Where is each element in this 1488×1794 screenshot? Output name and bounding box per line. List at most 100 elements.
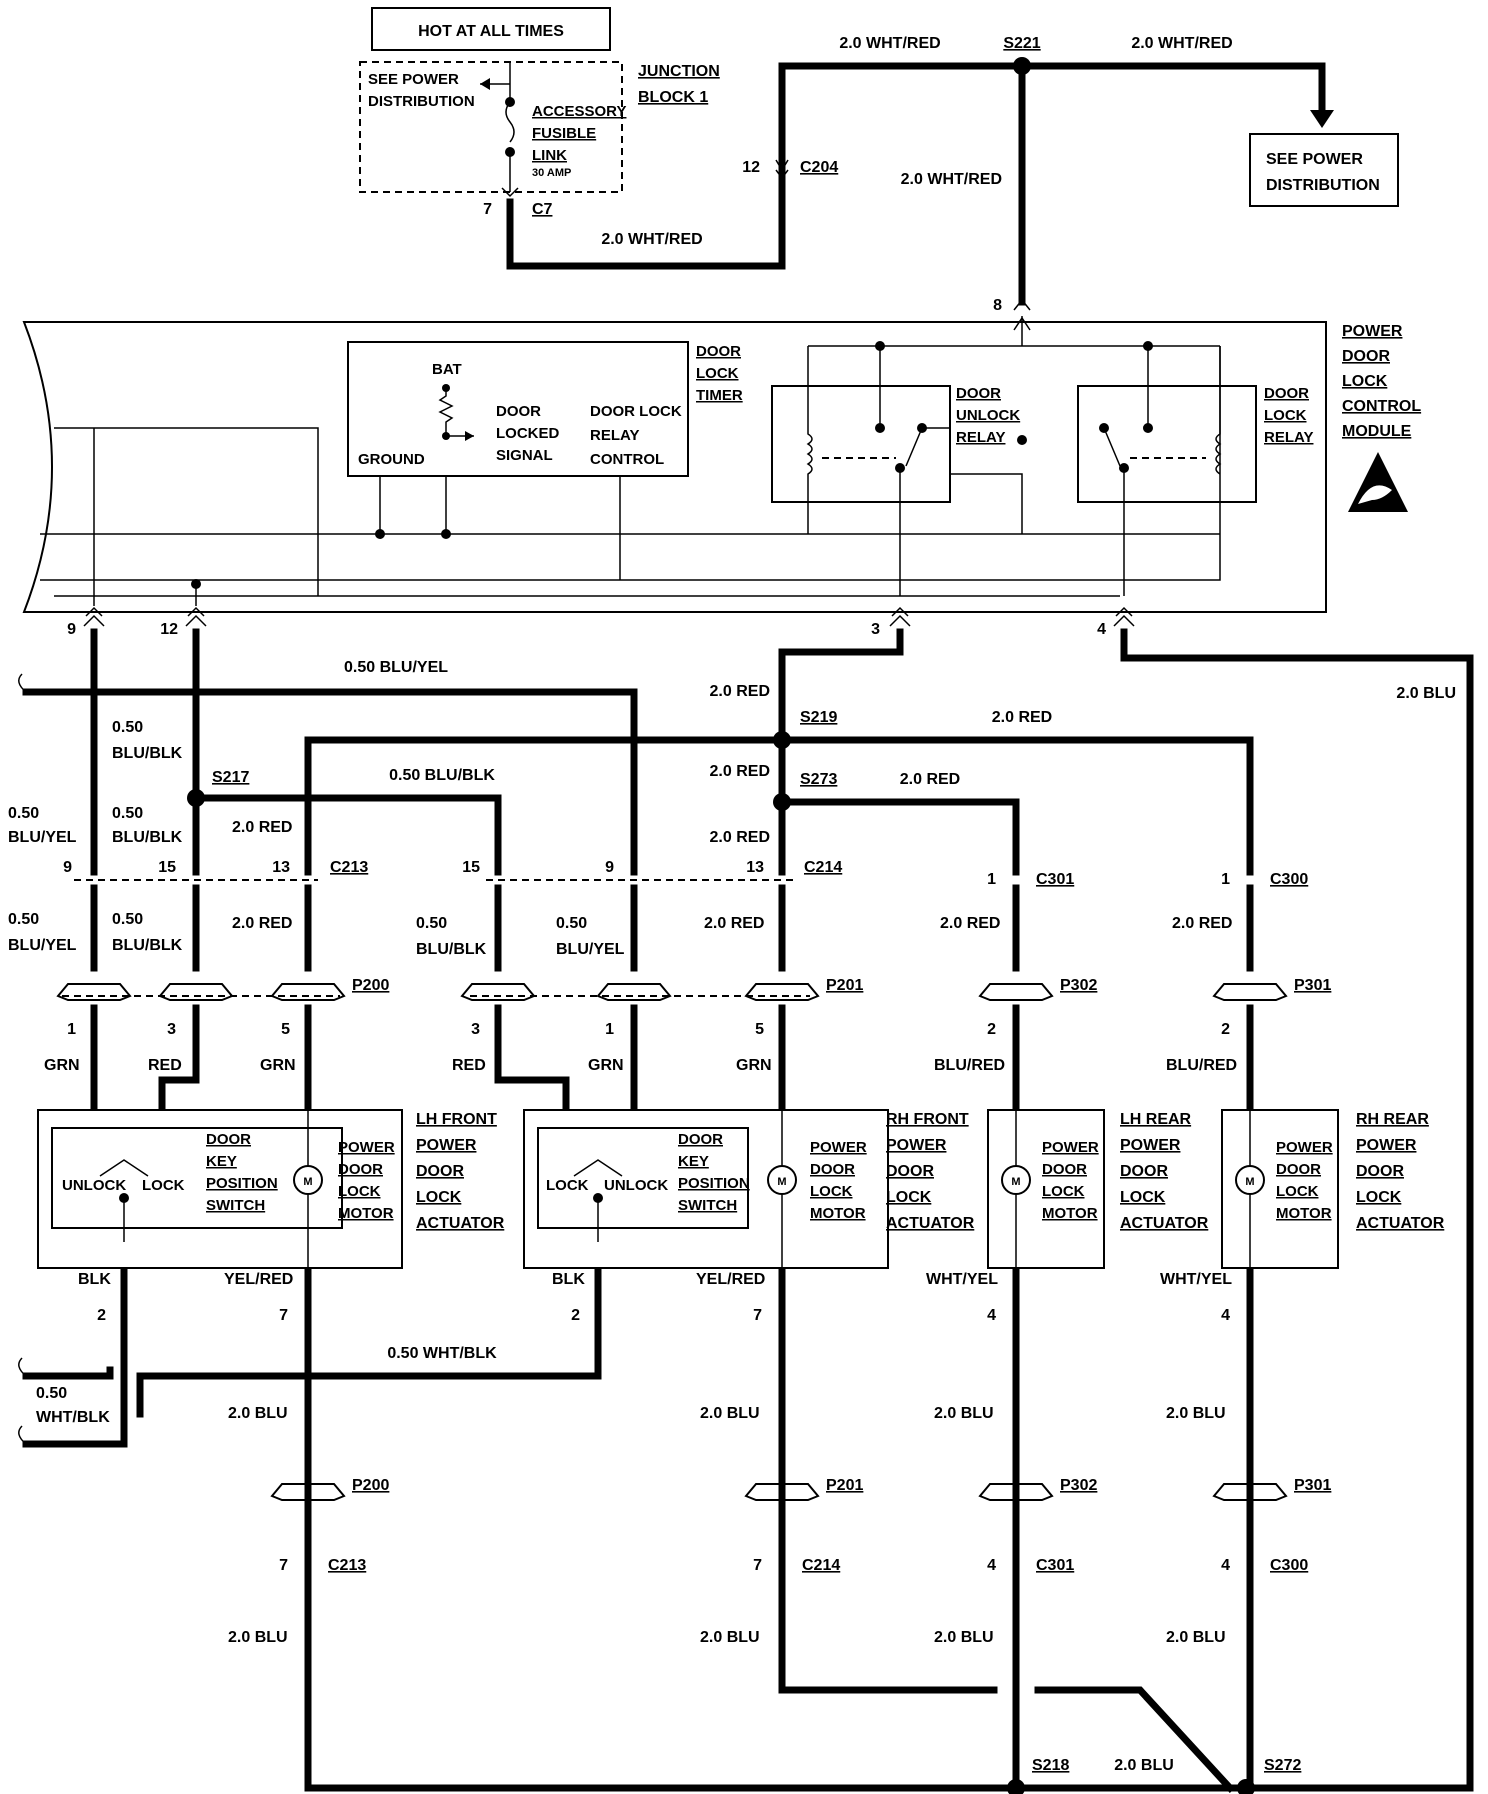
timer-bat-label: BAT [432, 361, 462, 378]
c300-label-top: C300 [1270, 871, 1308, 888]
s217-blu-blk-label: 0.50 BLU/BLK [389, 767, 495, 784]
rh-switch-arms [573, 1159, 623, 1177]
pin3-red-wire [778, 628, 904, 876]
pin8-connector-symbol [1013, 298, 1031, 311]
rh-front-actuator-label-5: ACTUATOR [886, 1215, 975, 1232]
rh-switch-unlock-label: UNLOCK [604, 1177, 668, 1194]
rh-rear-motor-m: M [1245, 1176, 1254, 1188]
c301-label-top: C301 [1036, 871, 1074, 888]
lh-rear-blu-red-label: BLU/RED [934, 1057, 1005, 1074]
lh-blu-yel-size-label: 0.50 [8, 911, 39, 928]
blu-blk-size-label: 0.50 [112, 719, 143, 736]
lock-relay-armature [1103, 427, 1121, 467]
wht-red-feed-wire [506, 62, 1026, 270]
rh-front-actuator-box [523, 1109, 889, 1269]
s219-to-rh-rear-wire [778, 736, 1254, 876]
c204-label: C204 [800, 159, 838, 176]
s219-label: S219 [800, 709, 837, 726]
c301-pin4: 4 [987, 1557, 996, 1574]
p-connectors-bottom [270, 1483, 1288, 1501]
module-title-4: CONTROL [1342, 398, 1421, 415]
timer-signal-label-2: LOCKED [496, 425, 560, 442]
wht-red-label-right: 2.0 WHT/RED [1131, 35, 1232, 52]
timer-relay-control-label-3: CONTROL [590, 451, 664, 468]
lh-blk-label: BLK [78, 1271, 111, 1288]
lock-relay-contact-a [1143, 423, 1153, 433]
s218-label: S218 [1032, 1757, 1069, 1774]
lh-key-switch-label-1: DOOR [206, 1131, 251, 1148]
red-label-pin3: 2.0 RED [710, 683, 770, 700]
lh-rear-motor-m: M [1011, 1176, 1020, 1188]
door-lock-timer-box [347, 341, 689, 477]
p201-pin3: 3 [471, 1021, 480, 1038]
s272-label: S272 [1264, 1757, 1301, 1774]
lh-rear-red-label: 2.0 RED [940, 915, 1000, 932]
wht-red-label-vertical: 2.0 WHT/RED [901, 171, 1002, 188]
pin4-connector [1113, 606, 1135, 627]
rh-blu-yel-color-label: BLU/YEL [556, 941, 625, 958]
module-title-5: MODULE [1342, 423, 1412, 440]
harness-mid-wires [90, 884, 1254, 972]
c7-pin-label: 7 [483, 201, 492, 218]
lh-blu-yel-size-label-top: 0.50 [8, 805, 39, 822]
lh-red-short-label: RED [148, 1057, 182, 1074]
rh-front-blu-return-wire [778, 1268, 998, 1694]
lh-key-switch-label-4: SWITCH [206, 1197, 265, 1214]
module-bus-1 [54, 427, 319, 596]
rh-key-switch-label-3: POSITION [678, 1175, 750, 1192]
hot-at-all-times-label: HOT AT ALL TIMES [418, 23, 564, 40]
lh-rear-motor-label-1: POWER [1042, 1139, 1099, 1156]
lh-front-blu-label-2: 2.0 BLU [228, 1629, 288, 1646]
lh-switch-arms [99, 1159, 149, 1177]
p302-label-bottom: P302 [1060, 1477, 1097, 1494]
c213-label-top: C213 [330, 859, 368, 876]
rh-rear-actuator-label-2: POWER [1356, 1137, 1417, 1154]
p301-label-top: P301 [1294, 977, 1331, 994]
rh-rear-pin4: 4 [1221, 1307, 1230, 1324]
rh-front-blu-jog-wire [1034, 1686, 1235, 1793]
s217-label: S217 [212, 769, 249, 786]
timer-signal-label-3: SIGNAL [496, 447, 553, 464]
red-label-vertical-2: 2.0 RED [710, 829, 770, 846]
lh-rear-pin4: 4 [987, 1307, 996, 1324]
wht-blk-left-wire [22, 1366, 114, 1380]
lh-rear-blu-label-1: 2.0 BLU [934, 1405, 994, 1422]
wht-red-to-power-dist-wire [1018, 62, 1326, 116]
red-label-s219: 2.0 RED [992, 709, 1052, 726]
c300-label-bottom: C300 [1270, 1557, 1308, 1574]
p201-pin1: 1 [605, 1021, 614, 1038]
lh-front-motor-label-2: DOOR [338, 1161, 383, 1178]
rh-blu-blk-size-label: 0.50 [416, 915, 447, 932]
rh-front-motor-label-4: MOTOR [810, 1205, 866, 1222]
lh-blu-blk-size-label: 0.50 [112, 911, 143, 928]
wht-blk-label: 0.50 WHT/BLK [387, 1345, 497, 1362]
pin4-label: 4 [1097, 621, 1106, 638]
lh-yel-red-label: YEL/RED [224, 1271, 293, 1288]
lh-rear-motor-label-2: DOOR [1042, 1161, 1087, 1178]
lock-relay-box [1077, 385, 1257, 503]
unlock-relay-label-1: DOOR [956, 385, 1001, 402]
c204-connector-symbol [775, 159, 789, 180]
pin8-label: 8 [993, 297, 1002, 314]
p302-pin2: 2 [987, 1021, 996, 1038]
rh-front-actuator-label-3: DOOR [886, 1163, 934, 1180]
rh-rear-motor-label-3: LOCK [1276, 1183, 1319, 1200]
esd-warning-icon [1348, 452, 1408, 512]
lh-grn-label: GRN [44, 1057, 80, 1074]
unlock-relay-label-3: RELAY [956, 429, 1005, 446]
wht-blk-size-label: 0.50 [36, 1385, 67, 1402]
unlock-relay-armature [905, 427, 923, 467]
lh-rear-motor-label-3: LOCK [1042, 1183, 1085, 1200]
junction-block-box [359, 61, 623, 193]
p200-pin3: 3 [167, 1021, 176, 1038]
pin4-blu-return-wire [1120, 628, 1474, 1792]
module-title-2: DOOR [1342, 348, 1390, 365]
s221-label: S221 [1003, 35, 1040, 52]
timer-signal-arrow [465, 431, 474, 441]
link-label: LINK [532, 147, 567, 164]
junction-block-label-1: JUNCTION [638, 63, 720, 80]
lh-front-key-switch-box [51, 1127, 343, 1229]
p-connectors-top [56, 983, 1288, 1001]
rh-rear-motor-label-4: MOTOR [1276, 1205, 1332, 1222]
lock-relay-label-2: LOCK [1264, 407, 1307, 424]
